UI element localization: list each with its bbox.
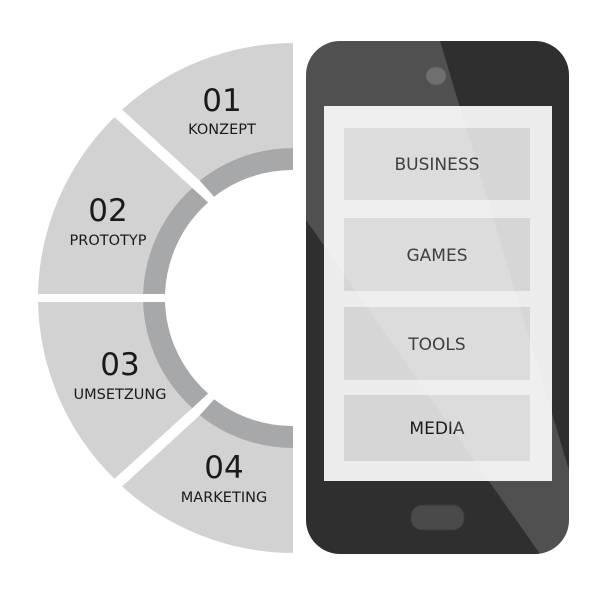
inner-ring-arc-01 xyxy=(199,148,293,197)
menu-label-games: GAMES xyxy=(406,246,467,266)
step-04-label: MARKETING xyxy=(181,490,267,506)
step-03-number: 03 xyxy=(100,347,139,383)
step-02-label: PROTOTYP xyxy=(70,233,147,249)
segment-02 xyxy=(38,117,193,294)
menu-item-tools[interactable] xyxy=(344,307,530,380)
home-button[interactable] xyxy=(410,504,465,531)
screen-glare xyxy=(306,41,569,554)
menu-item-games[interactable] xyxy=(344,218,530,291)
menu-item-business[interactable] xyxy=(344,128,530,200)
process-ring: 01 KONZEPT 02 PROTOTYP 03 UMSETZUNG 04 M… xyxy=(38,43,294,553)
menu-item-media[interactable] xyxy=(344,395,530,461)
segment-01 xyxy=(122,43,294,181)
inner-ring-arc-02 xyxy=(143,187,209,294)
camera-icon xyxy=(425,66,447,86)
inner-ring-arc-04 xyxy=(199,399,293,448)
step-03-label: UMSETZUNG xyxy=(74,387,167,403)
menu-label-business: BUSINESS xyxy=(395,155,480,175)
step-01-number: 01 xyxy=(202,83,241,119)
step-04-number: 04 xyxy=(204,450,243,486)
menu-label-media: MEDIA xyxy=(409,419,465,439)
step-02-number: 02 xyxy=(88,193,127,229)
segment-03 xyxy=(38,302,193,479)
menu-label-tools: TOOLS xyxy=(407,335,465,355)
segment-04 xyxy=(122,415,294,553)
inner-ring-arc-03 xyxy=(143,302,209,409)
smartphone: BUSINESS GAMES TOOLS MEDIA xyxy=(306,41,569,554)
step-01-label: KONZEPT xyxy=(188,122,256,138)
